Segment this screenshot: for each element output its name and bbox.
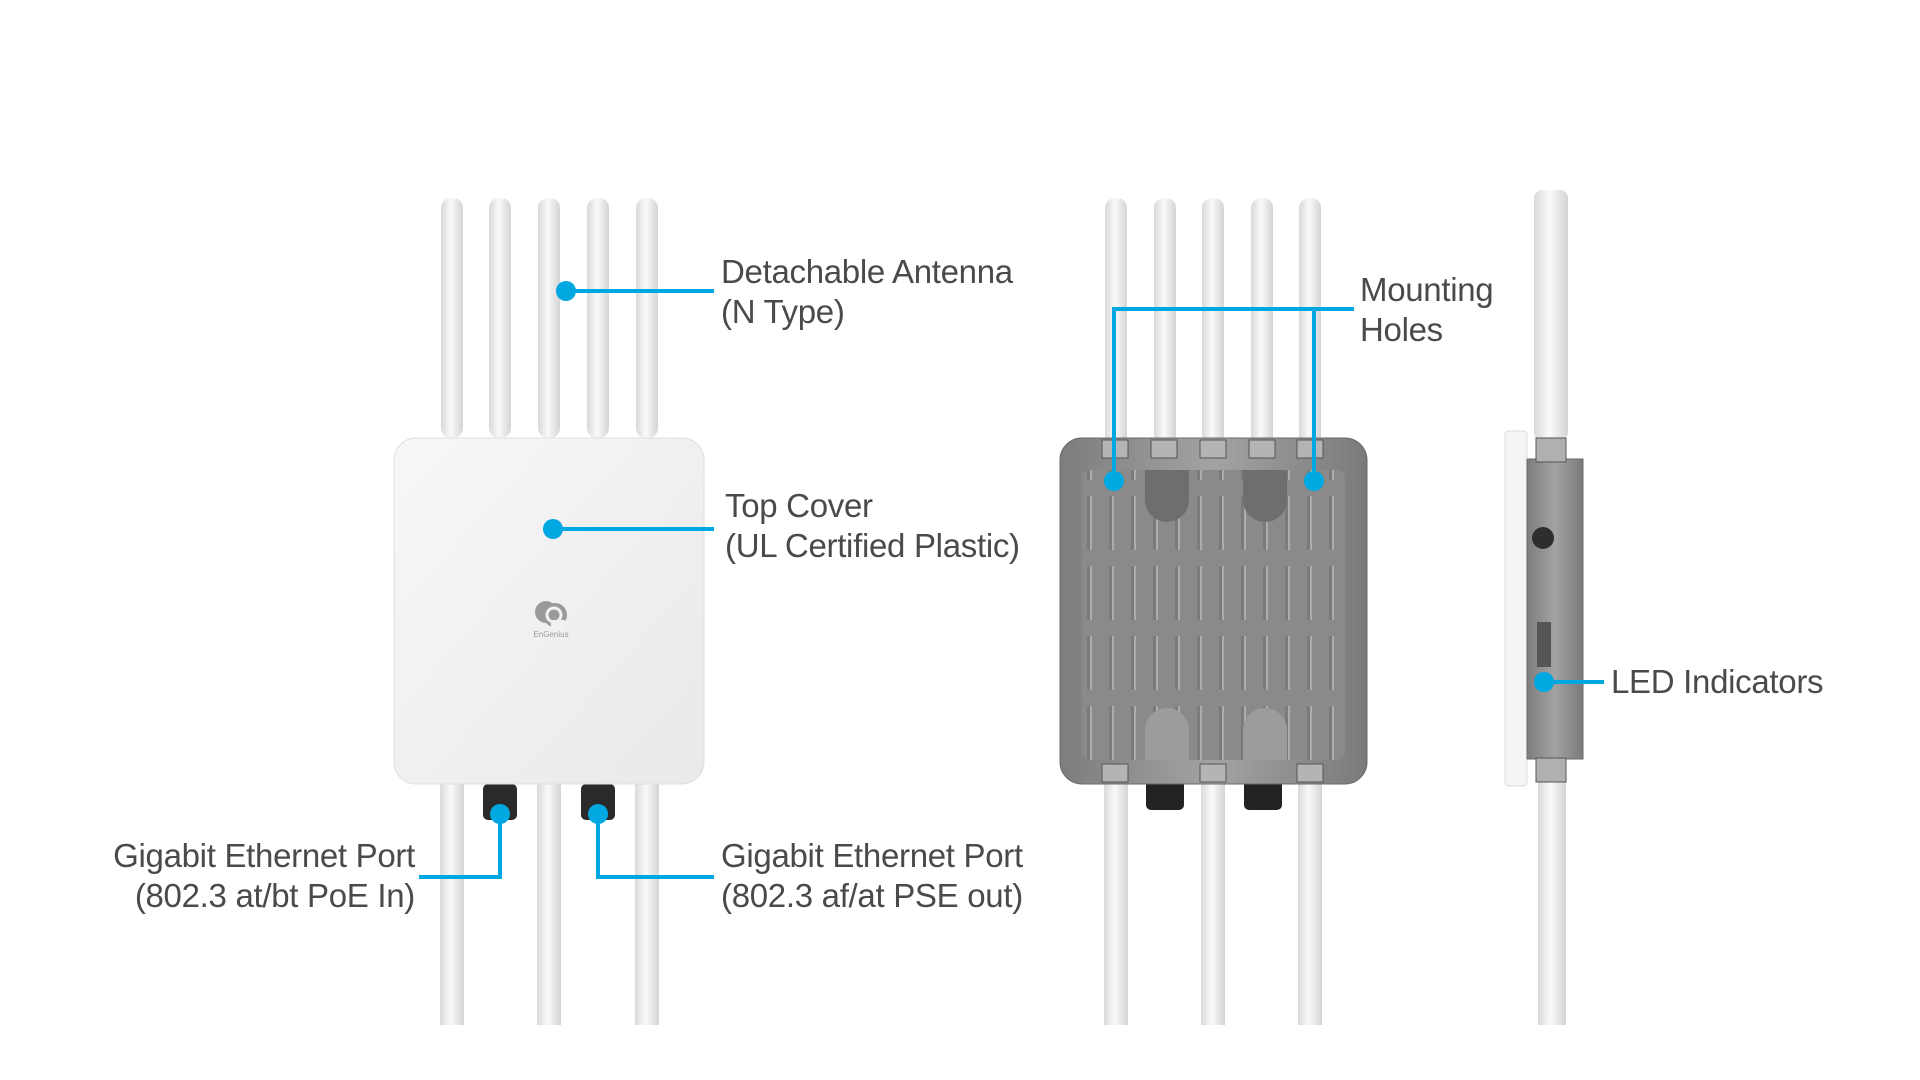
led-callout-dot bbox=[1534, 672, 1554, 692]
top-cover-label-line1: Top Cover bbox=[725, 487, 873, 524]
antenna-callout-dot bbox=[556, 281, 576, 301]
svg-text:EnGenius: EnGenius bbox=[533, 630, 568, 639]
back-unit bbox=[1059, 198, 1368, 1025]
mounting-hole-dot-left bbox=[1104, 471, 1124, 491]
port-out-callout-dot bbox=[588, 804, 608, 824]
antenna-label: Detachable Antenna (N Type) bbox=[721, 252, 1013, 332]
callout-lines bbox=[419, 289, 1604, 879]
port-in-callout-dot bbox=[490, 804, 510, 824]
top-cover-label-line2: (UL Certified Plastic) bbox=[725, 527, 1020, 564]
back-bottom-cables bbox=[1104, 770, 1322, 1025]
mounting-label-line1: Mounting bbox=[1360, 271, 1494, 308]
mounting-label-line2: Holes bbox=[1360, 311, 1443, 348]
side-unit bbox=[1504, 190, 1584, 1025]
port-in-label: Gigabit Ethernet Port (802.3 at/bt PoE I… bbox=[113, 836, 415, 916]
mounting-holes-label: Mounting Holes bbox=[1360, 270, 1494, 350]
port-in-label-line1: Gigabit Ethernet Port bbox=[113, 837, 415, 874]
port-out-label-line1: Gigabit Ethernet Port bbox=[721, 837, 1023, 874]
top-cover-callout-dot bbox=[543, 519, 563, 539]
antenna-label-line1: Detachable Antenna bbox=[721, 253, 1013, 290]
port-out-label-line2: (802.3 af/at PSE out) bbox=[721, 877, 1023, 914]
engenius-logo: EnGenius bbox=[533, 601, 569, 639]
mounting-hole-dot-right bbox=[1304, 471, 1324, 491]
port-in-label-line2: (802.3 at/bt PoE In) bbox=[134, 877, 415, 914]
led-label-line1: LED Indicators bbox=[1611, 663, 1824, 700]
front-bottom-cables bbox=[440, 780, 659, 1025]
front-unit: EnGenius bbox=[393, 198, 705, 1025]
side-antenna bbox=[1534, 190, 1568, 440]
port-out-label: Gigabit Ethernet Port (802.3 af/at PSE o… bbox=[721, 836, 1023, 916]
antenna-label-line2: (N Type) bbox=[721, 293, 845, 330]
led-indicators-label: LED Indicators bbox=[1611, 662, 1824, 702]
top-cover-label: Top Cover (UL Certified Plastic) bbox=[725, 486, 1020, 566]
front-antennas bbox=[441, 198, 658, 438]
back-antennas bbox=[1105, 198, 1321, 448]
